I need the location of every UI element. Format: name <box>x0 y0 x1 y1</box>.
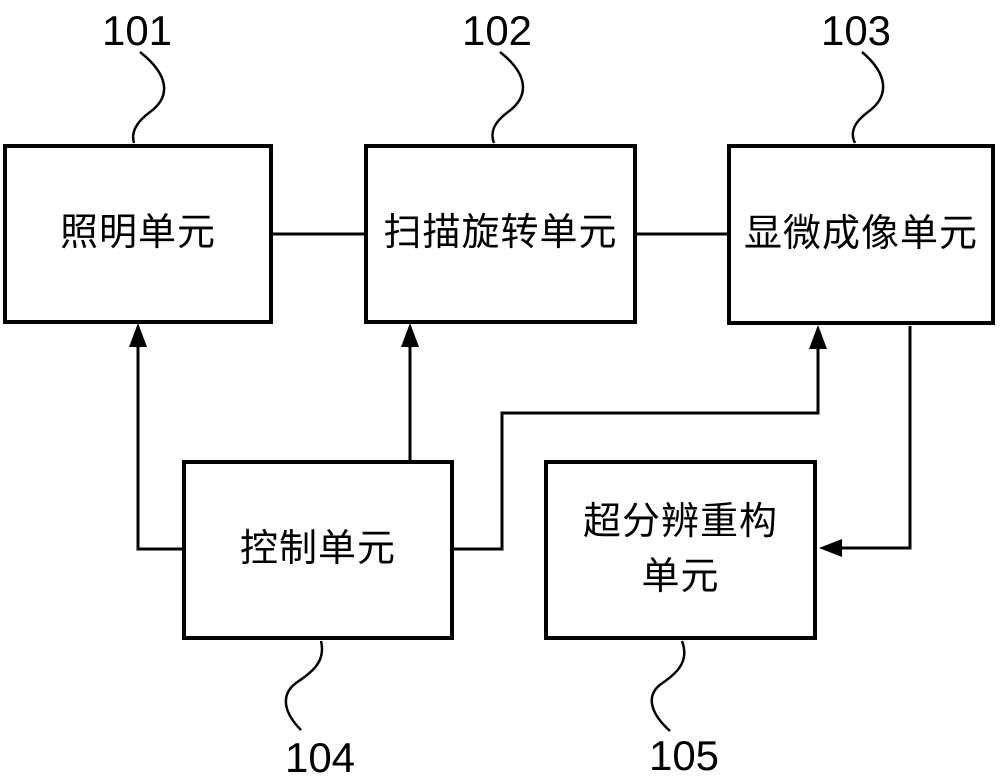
leader-squiggle-105 <box>650 640 686 732</box>
connector-control-to-illumination <box>136 328 183 551</box>
leader-squiggle-103 <box>851 51 885 144</box>
box-superres-label-line1: 超分辨重构 <box>582 500 778 543</box>
leader-squiggle-102 <box>491 51 525 144</box>
ref-label-105: 105 <box>648 732 720 779</box>
box-superres-label-line2: 单元 <box>641 556 720 598</box>
arrowhead-up-icon <box>129 323 147 347</box>
box-microscopic-imaging-unit-label: 显微成像单元 <box>743 212 978 255</box>
box-microscopic-imaging-unit: 显微成像单元 <box>727 144 995 325</box>
box-scan-rotation-unit-label: 扫描旋转单元 <box>383 212 618 255</box>
box-scan-rotation-unit: 扫描旋转单元 <box>364 144 637 324</box>
connector-control-to-imaging <box>454 330 820 551</box>
box-control-unit-label: 控制单元 <box>239 528 396 571</box>
box-control-unit: 控制单元 <box>182 460 454 640</box>
arrowhead-up-icon <box>809 325 827 349</box>
leader-squiggle-104 <box>284 640 324 731</box>
box-super-resolution-reconstruction-unit: 超分辨重构 单元 <box>544 460 817 640</box>
arrowhead-left-icon <box>819 539 842 557</box>
connector-imaging-to-superres <box>842 326 912 550</box>
ref-label-101: 101 <box>101 7 173 54</box>
box-illumination-unit: 照明单元 <box>3 144 273 324</box>
arrowhead-up-icon <box>401 323 419 347</box>
leader-squiggle-101 <box>131 51 166 144</box>
ref-label-103: 103 <box>820 7 892 54</box>
ref-label-104: 104 <box>284 734 356 779</box>
ref-label-102: 102 <box>461 7 533 54</box>
box-illumination-unit-label: 照明单元 <box>59 212 216 255</box>
